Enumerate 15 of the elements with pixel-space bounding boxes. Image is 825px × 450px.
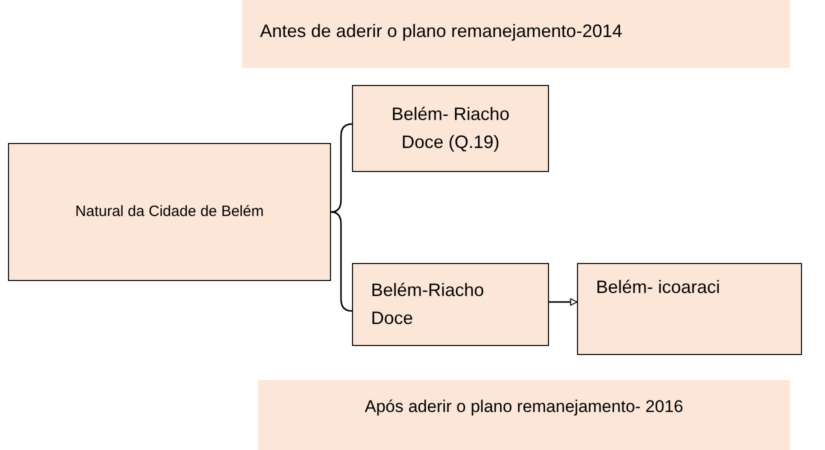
brace-line [330,123,352,213]
arrow [549,298,578,306]
box-label: Natural da Cidade de Belém [75,202,264,222]
brace-line [330,211,352,312]
note-band [258,380,790,450]
box-label: Belém-Riacho Doce [371,278,486,330]
process-box [352,85,549,172]
process-box [577,263,802,355]
box-label: Belém- icoaraci [596,276,720,299]
process-box [8,143,331,281]
box-label: Após aderir o plano remanejamento- 2016 [364,396,684,418]
box-label: Antes de aderir o plano remanejamento-2014 [260,20,622,43]
box-label: Belém- Riacho Doce (Q.19) [390,102,511,154]
note-band [242,0,790,68]
process-box [352,263,549,346]
